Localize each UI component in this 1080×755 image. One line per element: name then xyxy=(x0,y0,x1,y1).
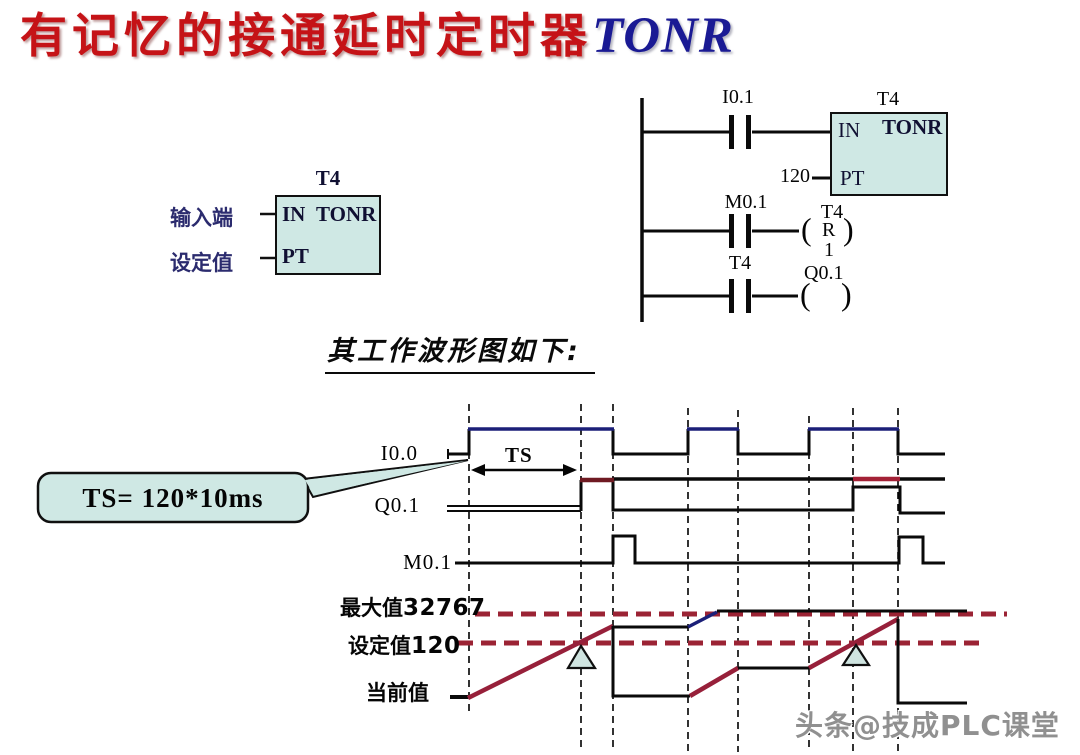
ts-arrow xyxy=(471,464,577,476)
watermark: 头条@技成PLC课堂 xyxy=(795,709,1060,742)
waveform-i00 xyxy=(447,427,945,456)
triangle-marker-1 xyxy=(566,643,598,670)
no-reset-blue-ramp xyxy=(687,610,718,629)
ts-duration-label: TS xyxy=(505,443,533,467)
fb-pin-pt: PT xyxy=(282,244,309,268)
signal-label-m01: M0.1 xyxy=(403,550,452,574)
ramp-2 xyxy=(688,666,740,698)
max-label-cn: 最大值 xyxy=(340,596,403,620)
ladder-pin-in: IN xyxy=(838,118,861,142)
ladder-contacts xyxy=(729,115,751,313)
contact-label-t4: T4 xyxy=(728,252,752,274)
contact-t4-bar xyxy=(729,279,734,313)
contact-label-m01: M0.1 xyxy=(724,191,768,213)
reset-coil-letter: R xyxy=(822,219,836,241)
title-tonr: TONR xyxy=(592,8,734,64)
current-value-label: 当前值 xyxy=(366,681,429,705)
fb-type-tonr: TONR xyxy=(316,202,377,226)
function-block-name: T4 xyxy=(315,166,341,190)
output-coil-paren-right: ) xyxy=(841,276,852,312)
reset-coil-name: T4 xyxy=(820,201,844,223)
fb-pin-in: IN xyxy=(282,202,306,226)
ladder-pin-pt: PT xyxy=(840,166,865,190)
preset-value-number: 120 xyxy=(411,633,461,659)
contact-t4-bar xyxy=(746,279,751,313)
input-terminal-label: 输入端 xyxy=(170,206,233,230)
triangle-marker-2 xyxy=(840,642,872,667)
signal-label-q01: Q0.1 xyxy=(374,493,420,517)
preset-value-120: 120 xyxy=(780,165,810,187)
signal-label-i00: I0.0 xyxy=(380,441,418,465)
ladder-timer-box xyxy=(830,112,948,196)
contact-label-i01: I0.1 xyxy=(722,86,754,108)
contact-i01-bar xyxy=(746,115,751,149)
waveform-m01 xyxy=(455,534,945,565)
reset-coil-paren-right: ) xyxy=(843,211,854,247)
ramp-1 xyxy=(466,623,615,701)
contact-i01-bar xyxy=(729,115,734,149)
max-value-label: 最大值32767 xyxy=(340,592,486,622)
callout-bubble xyxy=(36,449,469,524)
ladder-timer-name: T4 xyxy=(876,88,900,110)
dashed-guides xyxy=(468,404,899,752)
page-title: 有记忆的接通延时定时器TONR xyxy=(20,4,734,79)
current-value-trace xyxy=(450,609,967,705)
waveform-heading: 其工作波形图如下: xyxy=(325,329,595,374)
contact-m01-bar xyxy=(746,214,751,248)
reset-drop-1 xyxy=(611,626,690,698)
ladder-lines xyxy=(640,98,830,322)
preset-label-cn: 设定值 xyxy=(348,634,411,658)
threshold-lines xyxy=(458,611,1007,646)
output-coil-paren-left: ( xyxy=(800,276,811,312)
reset-coil-operand: 1 xyxy=(824,239,834,261)
max-value-number: 32767 xyxy=(403,595,486,621)
contact-m01-bar xyxy=(729,214,734,248)
function-block-connectors xyxy=(260,212,275,260)
callout-text: TS= 120*10ms xyxy=(82,483,264,513)
function-block-box xyxy=(275,195,381,275)
preset-cross-markers xyxy=(566,642,872,670)
reset-drop-2 xyxy=(896,619,967,705)
preset-terminal-label: 设定值 xyxy=(170,251,233,275)
ramp-3 xyxy=(807,617,900,670)
ladder-type-tonr: TONR xyxy=(882,115,943,139)
reset-coil-paren-left: ( xyxy=(801,211,812,247)
output-coil-name: Q0.1 xyxy=(804,262,844,284)
title-chinese: 有记忆的接通延时定时器 xyxy=(20,9,592,64)
preset-value-label: 设定值120 xyxy=(348,630,461,660)
waveform-q01 xyxy=(447,476,945,515)
